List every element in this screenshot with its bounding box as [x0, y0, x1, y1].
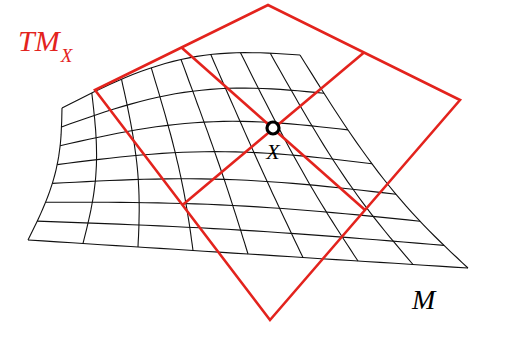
tangent-space-subscript: X: [61, 46, 73, 65]
grid-line: [37, 221, 444, 245]
grid-line: [60, 121, 348, 145]
grid-line: [151, 68, 193, 251]
grid-line: [241, 53, 359, 261]
tangent-plane: [95, 5, 460, 320]
tangent-axis: [182, 48, 366, 211]
manifold-grid: [28, 53, 468, 268]
point-marker: [267, 122, 279, 134]
grid-line: [62, 88, 325, 127]
grid-line: [57, 152, 372, 165]
point-label: X: [266, 141, 279, 163]
tangent-space-label: TM: [18, 26, 60, 56]
tangent-axis: [183, 53, 365, 206]
grid-line: [270, 53, 413, 264]
grid-line: [28, 240, 468, 268]
tangent-plane-outline: [95, 5, 460, 320]
manifold-label: M: [412, 286, 435, 314]
grid-line: [62, 53, 300, 108]
grid-line: [28, 108, 62, 240]
